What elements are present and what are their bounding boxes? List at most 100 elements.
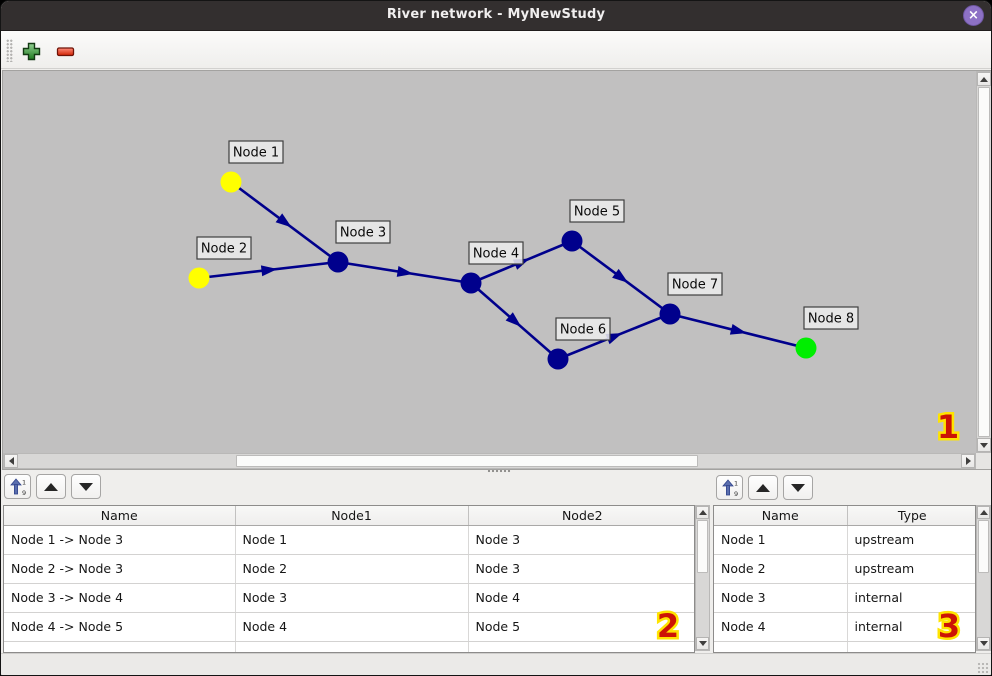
links-move-up-button[interactable] [36, 474, 66, 499]
table-cell[interactable]: Node 3 [714, 583, 848, 613]
scroll-thumb[interactable] [978, 520, 989, 573]
table-cell[interactable]: upstream [847, 525, 975, 555]
nodes-table-header: Name Type [714, 506, 975, 526]
column-header[interactable]: Node2 [468, 506, 694, 526]
scroll-thumb[interactable] [697, 520, 708, 573]
window-title: River network - MyNewStudy [386, 7, 606, 22]
minus-icon [56, 46, 74, 56]
table-cell[interactable]: Node 4 [468, 583, 694, 613]
table-cell [714, 641, 848, 652]
node-label[interactable]: Node 5 [569, 199, 625, 223]
table-cell[interactable]: Node 1 -> Node 3 [4, 525, 236, 555]
scroll-up-button[interactable] [977, 506, 990, 519]
table-cell[interactable]: Node 2 [235, 554, 469, 584]
graph-node[interactable] [220, 171, 242, 193]
table-cell[interactable]: Node 2 [714, 554, 848, 584]
graph-node[interactable] [460, 272, 482, 294]
scrollbar-corner [976, 453, 991, 469]
graph-node[interactable] [659, 303, 681, 325]
nodes-move-down-button[interactable] [783, 475, 813, 500]
column-header[interactable]: Name [714, 506, 848, 526]
scroll-down-button[interactable] [696, 637, 709, 650]
resize-grip[interactable] [977, 662, 989, 673]
table-row-partial [4, 641, 694, 652]
sort-1-9-icon: 1 9 [9, 478, 26, 496]
close-button[interactable]: × [963, 5, 984, 26]
edge-direction-arrow-icon [612, 268, 629, 283]
up-triangle-icon [44, 482, 58, 491]
nodes-move-up-button[interactable] [748, 475, 778, 500]
node-label[interactable]: Node 2 [196, 236, 252, 260]
node-label[interactable]: Node 3 [335, 220, 391, 244]
nodes-sort-button[interactable]: 1 9 [716, 475, 743, 500]
plus-icon [22, 42, 40, 60]
vertical-scroll-thumb[interactable] [978, 87, 990, 437]
table-cell[interactable]: Node 4 [714, 612, 848, 642]
table-cell[interactable]: Node 3 [468, 554, 694, 584]
table-cell [847, 641, 975, 652]
node-label[interactable]: Node 7 [667, 272, 723, 296]
links-move-down-button[interactable] [71, 474, 101, 499]
links-table-scrollbar[interactable] [695, 505, 710, 651]
node-label[interactable]: Node 6 [555, 317, 611, 341]
svg-text:1: 1 [22, 479, 26, 487]
table-cell[interactable]: internal [847, 583, 975, 613]
column-header[interactable]: Type [847, 506, 975, 526]
remove-node-button[interactable] [52, 38, 78, 64]
column-header[interactable]: Name [4, 506, 236, 526]
canvas-vertical-scrollbar[interactable] [976, 71, 991, 453]
table-cell[interactable]: Node 3 [235, 583, 469, 613]
node-label-box [228, 140, 284, 164]
table-cell[interactable]: Node 4 -> Node 5 [4, 612, 236, 642]
node-label-text: Node 1 [233, 146, 279, 161]
column-header[interactable]: Node1 [235, 506, 469, 526]
links-sort-button[interactable]: 1 9 [4, 474, 31, 499]
node-label-box [555, 317, 611, 341]
table-cell[interactable]: Node 3 -> Node 4 [4, 583, 236, 613]
scroll-right-button[interactable] [961, 454, 975, 468]
table-cell[interactable]: Node 5 [468, 612, 694, 642]
table-cell[interactable]: internal [847, 612, 975, 642]
nodes-table-scrollbar[interactable] [976, 505, 991, 651]
graph-node[interactable] [561, 230, 583, 252]
table-cell[interactable]: Node 1 [235, 525, 469, 555]
scroll-down-button[interactable] [977, 438, 991, 452]
node-label[interactable]: Node 1 [228, 140, 284, 164]
titlebar[interactable]: River network - MyNewStudy × [1, 1, 991, 31]
scroll-up-button[interactable] [977, 72, 991, 86]
graph-node[interactable] [327, 251, 349, 273]
table-cell[interactable]: Node 4 [235, 612, 469, 642]
add-node-button[interactable] [18, 38, 44, 64]
canvas-horizontal-scrollbar[interactable] [3, 453, 976, 469]
close-icon: × [968, 8, 979, 23]
node-label[interactable]: Node 4 [468, 241, 524, 265]
toolbar-drag-handle[interactable] [6, 39, 13, 62]
graph-node[interactable] [547, 348, 569, 370]
table-cell[interactable]: Node 2 -> Node 3 [4, 554, 236, 584]
scroll-up-button[interactable] [696, 506, 709, 519]
horizontal-splitter-handle[interactable] [487, 469, 511, 473]
table-cell[interactable]: Node 1 [714, 525, 848, 555]
svg-text:1: 1 [734, 480, 738, 488]
graph-node[interactable] [188, 267, 210, 289]
horizontal-scroll-thumb[interactable] [236, 455, 698, 467]
node-label[interactable]: Node 8 [803, 306, 859, 330]
scroll-left-button[interactable] [4, 454, 18, 468]
table-cell[interactable]: Node 3 [468, 525, 694, 555]
table-cell[interactable]: upstream [847, 554, 975, 584]
scroll-down-button[interactable] [977, 637, 990, 650]
river-network-canvas[interactable]: Node 1 Node 2 Node 3 Node 4 Node 5 Node 6 Node… [3, 71, 976, 453]
table-cell [4, 641, 236, 652]
node-label-text: Node 8 [808, 312, 854, 327]
arrow-up-icon [698, 510, 707, 515]
graph-node[interactable] [795, 337, 817, 359]
